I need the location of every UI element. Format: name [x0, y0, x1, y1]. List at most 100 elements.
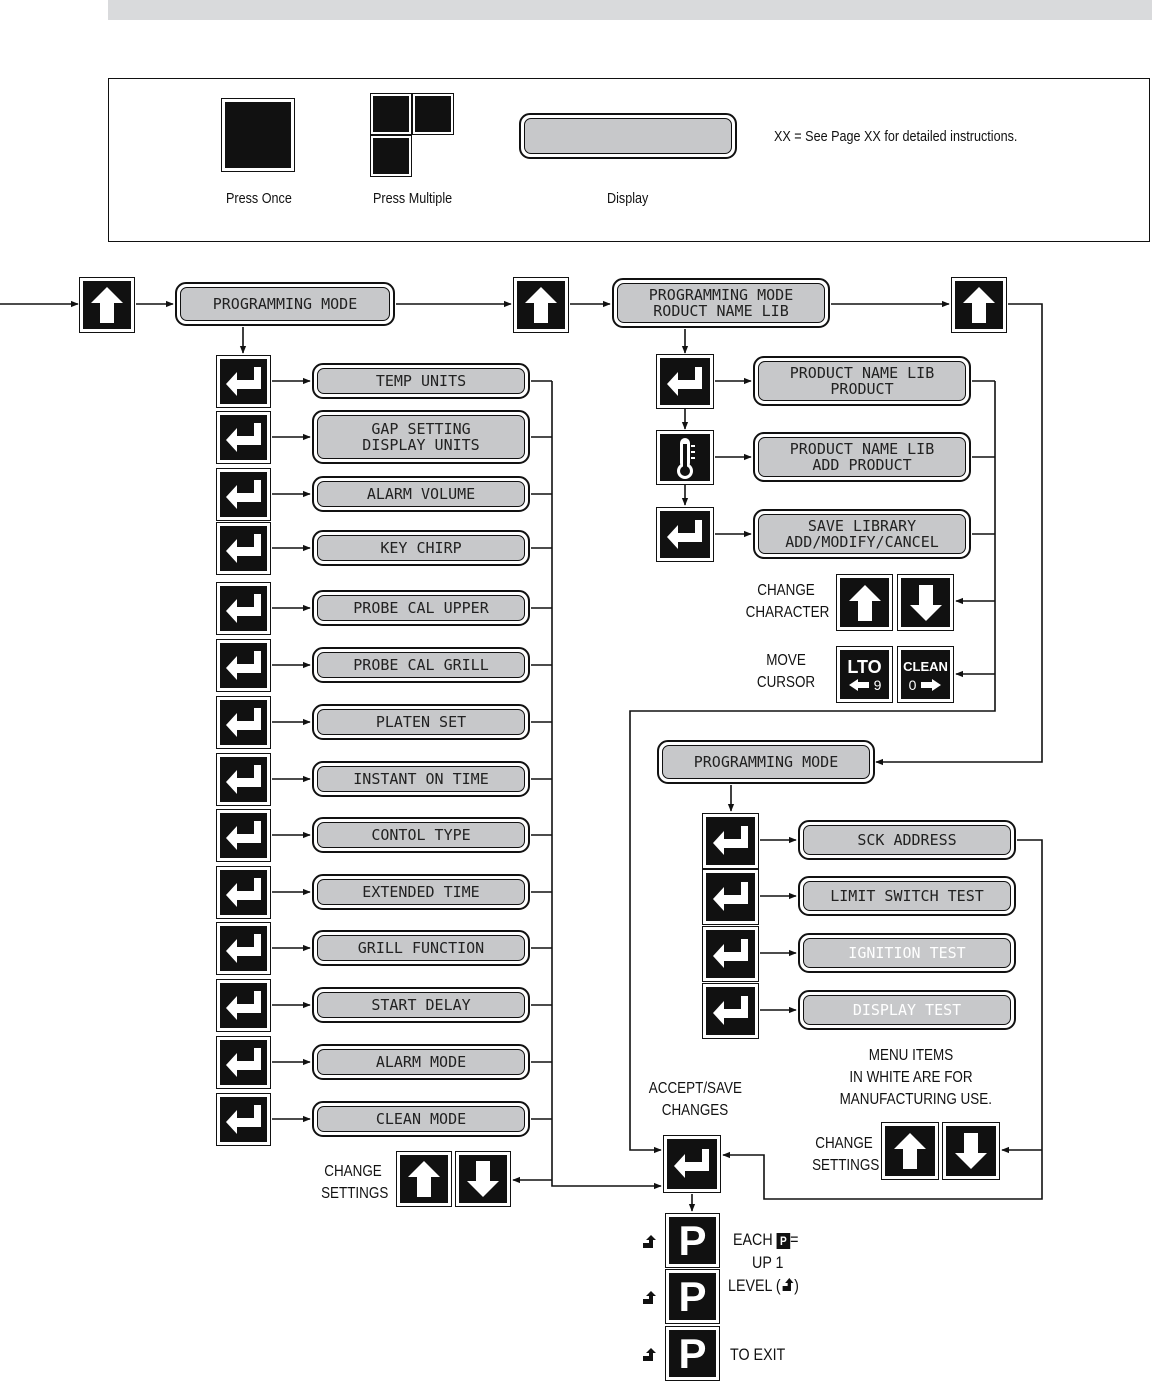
legend-box: [108, 78, 1150, 242]
manufacturing-menu-display-1: SCK ADDRESS: [798, 820, 1016, 860]
up-arrow-icon: [525, 287, 557, 323]
left-menu-display-4: KEY CHIRP: [312, 530, 530, 566]
legend-press-multiple-label: Press Multiple: [373, 190, 453, 207]
up-level-icon: [643, 1348, 656, 1361]
left-enter-key-9[interactable]: [216, 809, 271, 862]
legend-press-multiple-key-1: [370, 93, 412, 135]
left-enter-key-13[interactable]: [216, 1036, 271, 1089]
left-menu-display-5: PROBE CAL UPPER: [312, 590, 530, 626]
legend-note: XX = See Page XX for detailed instructio…: [774, 128, 1018, 145]
left-menu-display-14: CLEAN MODE: [312, 1101, 530, 1137]
product-enter-key-1[interactable]: [656, 354, 714, 409]
left-arrow-icon: [848, 678, 869, 691]
enter-icon: [225, 933, 261, 963]
up-arrow-icon: [963, 287, 995, 323]
enter-icon: [712, 996, 748, 1025]
left-enter-key-1[interactable]: [216, 355, 271, 408]
manufacturing-enter-key-3[interactable]: [702, 926, 759, 982]
enter-icon: [225, 366, 261, 396]
legend-display-sample: [519, 113, 737, 159]
product-menu-display-2: PRODUCT NAME LIB ADD PRODUCT: [753, 432, 971, 482]
lto-key-number: 9: [873, 676, 882, 693]
right-arrow-icon: [921, 678, 942, 691]
manufacturing-enter-key-4[interactable]: [702, 983, 759, 1039]
lto-key[interactable]: LTO 9: [836, 646, 893, 703]
product-thermometer-key[interactable]: [656, 430, 714, 485]
up-arrow-key-1[interactable]: [79, 277, 135, 333]
left-enter-key-14[interactable]: [216, 1093, 271, 1146]
manufacturing-enter-key-1[interactable]: [702, 813, 759, 869]
move-cursor-label: MOVE CURSOR: [756, 652, 816, 691]
to-exit-label: TO EXIT: [730, 1345, 786, 1364]
left-enter-key-7[interactable]: [216, 696, 271, 749]
left-enter-key-12[interactable]: [216, 979, 271, 1032]
legend-display-label: Display: [607, 190, 649, 207]
down-arrow-icon: [955, 1133, 987, 1169]
clean-key-label: CLEAN: [903, 658, 948, 674]
left-enter-key-6[interactable]: [216, 639, 271, 692]
clean-key[interactable]: CLEAN 0: [897, 646, 954, 703]
left-menu-display-11: GRILL FUNCTION: [312, 930, 530, 966]
left-up-arrow-key[interactable]: [396, 1151, 452, 1207]
up-arrow-icon: [848, 584, 881, 621]
enter-icon: [225, 764, 261, 794]
right-up-arrow-key[interactable]: [881, 1122, 939, 1180]
left-enter-key-5[interactable]: [216, 582, 271, 635]
manufacturing-note: MENU ITEMS IN WHITE ARE FOR MANUFACTURIN…: [839, 1047, 992, 1108]
enter-icon: [667, 519, 702, 549]
p-key-1[interactable]: P: [665, 1213, 720, 1268]
mini-p-key-icon: P: [776, 1233, 791, 1249]
change-character-up-key[interactable]: [836, 574, 893, 631]
left-menu-display-3: ALARM VOLUME: [312, 476, 530, 512]
enter-icon: [225, 422, 261, 452]
p-key-letter: P: [678, 1329, 707, 1377]
product-enter-key-2[interactable]: [656, 507, 714, 562]
enter-icon: [225, 877, 261, 907]
accept-save-enter-key[interactable]: [663, 1135, 721, 1193]
manufacturing-programming-mode-display: PROGRAMMING MODE: [657, 740, 875, 784]
accept-save-label: ACCEPT/SAVE CHANGES: [648, 1080, 742, 1119]
up-level-icon: [782, 1278, 794, 1291]
change-character-label: CHANGE CHARACTER: [745, 582, 830, 621]
up-arrow-icon: [894, 1133, 926, 1169]
enter-icon: [225, 479, 261, 509]
enter-icon: [225, 1104, 261, 1134]
manufacturing-menu-display-4: DISPLAY TEST: [798, 990, 1016, 1030]
left-menu-display-8: INSTANT ON TIME: [312, 761, 530, 797]
thermometer-icon: [677, 437, 695, 479]
enter-icon: [225, 990, 261, 1020]
each-p-note-line3: LEVEL (): [728, 1276, 799, 1295]
product-menu-display-3: SAVE LIBRARY ADD/MODIFY/CANCEL: [753, 509, 971, 559]
each-p-note-line1: EACH P=: [733, 1230, 799, 1249]
up-arrow-key-3[interactable]: [951, 277, 1007, 333]
left-enter-key-4[interactable]: [216, 522, 271, 575]
enter-icon: [225, 593, 261, 623]
product-menu-display-1: PRODUCT NAME LIB PRODUCT: [753, 356, 971, 406]
p-key-2[interactable]: P: [665, 1269, 720, 1324]
right-down-arrow-key[interactable]: [942, 1122, 1000, 1180]
right-change-settings-label: CHANGE SETTINGS: [812, 1135, 880, 1174]
change-character-down-key[interactable]: [897, 574, 954, 631]
up-level-icon: [643, 1235, 656, 1248]
left-menu-display-13: ALARM MODE: [312, 1044, 530, 1080]
manufacturing-enter-key-2[interactable]: [702, 869, 759, 925]
up-arrow-icon: [408, 1161, 440, 1197]
left-enter-key-8[interactable]: [216, 753, 271, 806]
up-arrow-key-2[interactable]: [513, 277, 569, 333]
each-p-note-line2: UP 1: [752, 1253, 784, 1272]
p-key-letter: P: [678, 1272, 707, 1320]
enter-icon: [712, 939, 748, 968]
left-enter-key-11[interactable]: [216, 922, 271, 975]
manufacturing-menu-display-3: IGNITION TEST: [798, 933, 1016, 973]
left-enter-key-3[interactable]: [216, 468, 271, 521]
manufacturing-menu-display-2: LIMIT SWITCH TEST: [798, 876, 1016, 916]
left-enter-key-10[interactable]: [216, 866, 271, 919]
p-key-letter: P: [678, 1216, 707, 1264]
enter-icon: [712, 826, 748, 855]
left-down-arrow-key[interactable]: [455, 1151, 511, 1207]
enter-icon: [674, 1149, 709, 1178]
left-enter-key-2[interactable]: [216, 411, 271, 464]
p-key-3[interactable]: P: [665, 1326, 720, 1381]
up-arrow-icon: [91, 287, 123, 323]
